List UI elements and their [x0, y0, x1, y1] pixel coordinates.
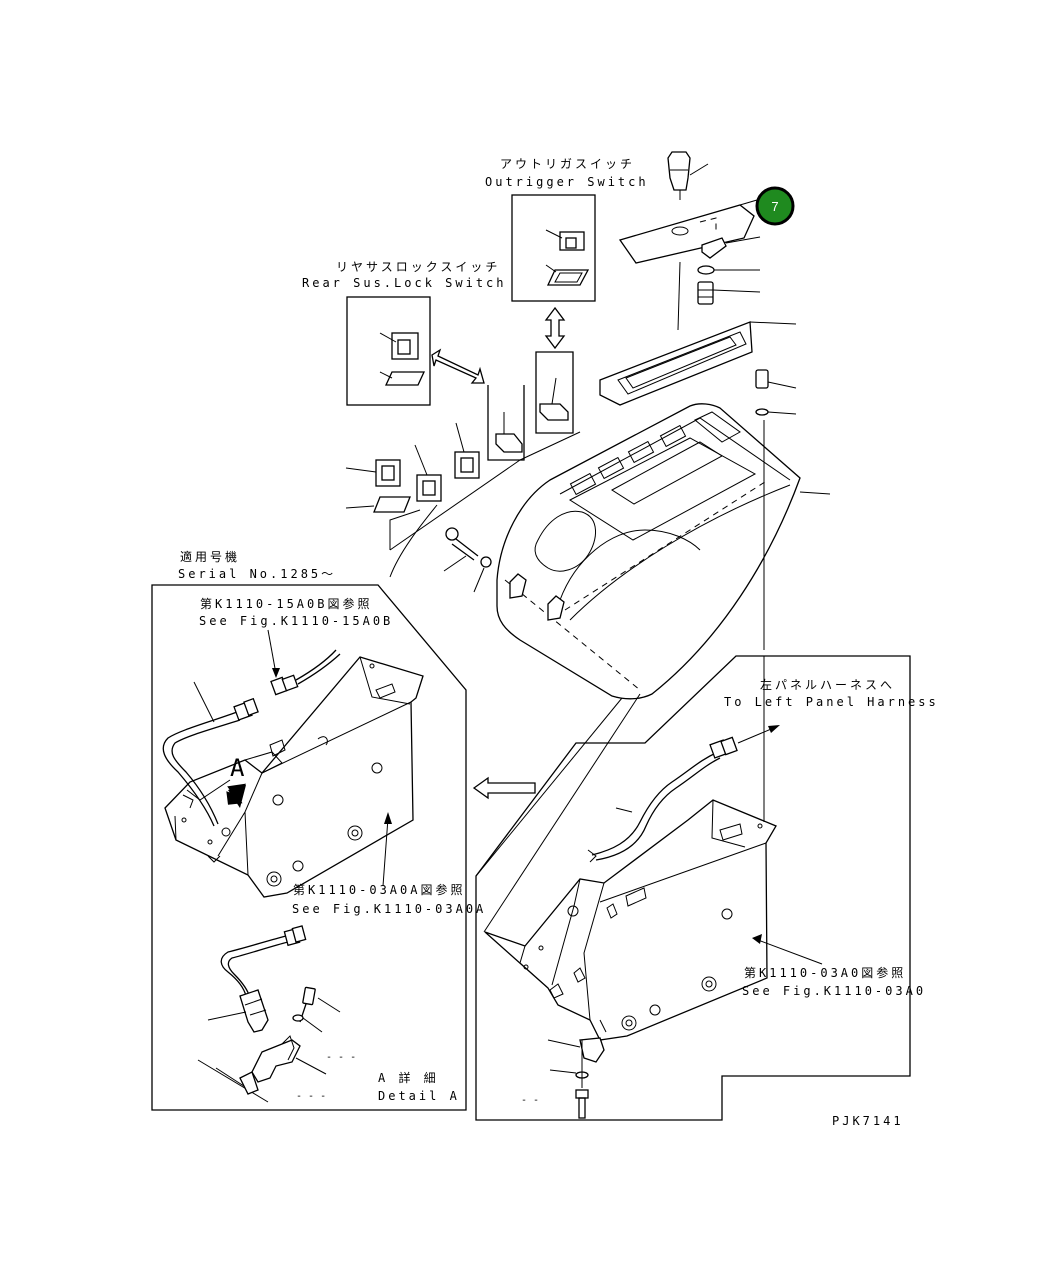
switch-row — [345, 422, 581, 578]
eye-bolt — [443, 527, 565, 621]
detail-a-label-jp: A 詳 細 — [378, 1070, 439, 1085]
outrigger-switch-label-en: Outrigger Switch — [485, 175, 649, 189]
bolt-right — [755, 369, 797, 416]
view-a-arrow-icon — [226, 783, 246, 808]
see-fig-03a0a-label-en: See Fig.K1110-03A0A — [292, 902, 486, 916]
left-bracket-assembly — [164, 656, 424, 898]
left-panel-harness-arrow — [737, 725, 780, 744]
detail-connector-lines — [475, 693, 641, 933]
outrigger-switch-box — [511, 194, 596, 302]
callout-number: 7 — [771, 199, 778, 214]
view-a-letter: A — [230, 754, 245, 782]
serial-applicability-label-jp: 適用号機 — [180, 549, 240, 564]
callout-badge-7[interactable]: 7 — [755, 186, 795, 226]
left-panel-harness-label-jp: 左パネルハーネスへ — [760, 677, 895, 692]
left-panel-harness-label-en: To Left Panel Harness — [724, 695, 939, 709]
detail-a-label-en: Detail A — [378, 1089, 460, 1103]
blank-cap-1 — [487, 385, 525, 461]
switch-plate — [618, 199, 758, 264]
right-bracket-assembly — [484, 799, 777, 1041]
see-fig-03a0-label-jp: 第K1110-03A0図参照 — [744, 965, 906, 980]
see-03a0a-arrow — [382, 812, 392, 887]
left-harness-wire — [162, 681, 259, 827]
outrigger-switch-part — [667, 151, 709, 200]
see-03a0-arrow — [752, 934, 823, 965]
rear-sus-lock-switch-box — [346, 296, 431, 406]
rear-sus-lock-switch-label-jp: リヤサスロックスイッチ — [336, 260, 500, 274]
left-top-connector — [267, 629, 341, 696]
left-detail-frame — [151, 584, 467, 1111]
see-fig-03a0a-label-jp: 第K1110-03A0A図参照 — [293, 882, 465, 897]
rear-sus-lock-switch-label-en: Rear Sus.Lock Switch — [302, 276, 507, 290]
see-fig-15a0b-label-jp: 第K1110-15A0B図参照 — [200, 596, 372, 611]
console-box — [496, 403, 831, 700]
blank-part-marker-1: - - - — [326, 1052, 356, 1063]
top-cover-frame — [599, 321, 797, 406]
drawing-number: PJK7141 — [832, 1114, 904, 1128]
right-detail-frame — [475, 655, 911, 1121]
see-fig-15a0b-label-en: See Fig.K1110-15A0B — [199, 614, 393, 628]
right-lower-parts — [547, 1019, 607, 1119]
clip-part — [701, 236, 761, 259]
bolt-top — [697, 281, 761, 305]
serial-applicability-label-en: Serial No.1285～ — [178, 567, 336, 581]
blank-part-marker-2: - - - — [296, 1091, 326, 1102]
outrigger-swap-arrow-icon — [544, 306, 566, 350]
blank-cap-2 — [535, 351, 574, 434]
detail-a-sensor — [197, 925, 341, 1103]
blank-part-marker-3: - - — [521, 1095, 539, 1106]
washer-top — [697, 265, 760, 275]
right-harness-wire — [587, 736, 738, 863]
outrigger-switch-label-jp: アウトリガスイッチ — [500, 157, 635, 171]
flow-arrow-left-icon — [472, 776, 536, 800]
see-fig-03a0-label-en: See Fig.K1110-03A0 — [742, 984, 926, 998]
rear-sus-swap-arrow-icon — [431, 348, 485, 384]
